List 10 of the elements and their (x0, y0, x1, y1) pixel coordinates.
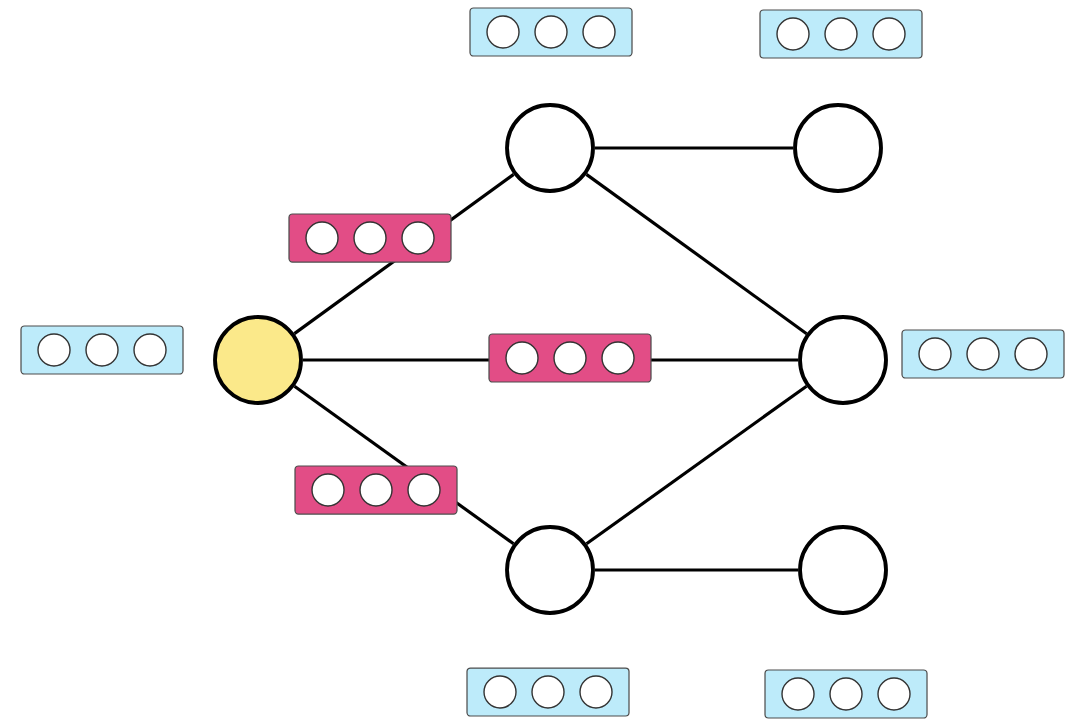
circle-node (798, 315, 888, 405)
connector-line (585, 173, 808, 335)
circle-node (505, 103, 595, 193)
connector-line (594, 568, 799, 572)
connector-line (594, 146, 794, 150)
circle-node (793, 103, 883, 193)
circle-node (505, 525, 595, 615)
connector-line (585, 384, 808, 546)
circle-node (213, 315, 303, 405)
circle-node (798, 525, 888, 615)
